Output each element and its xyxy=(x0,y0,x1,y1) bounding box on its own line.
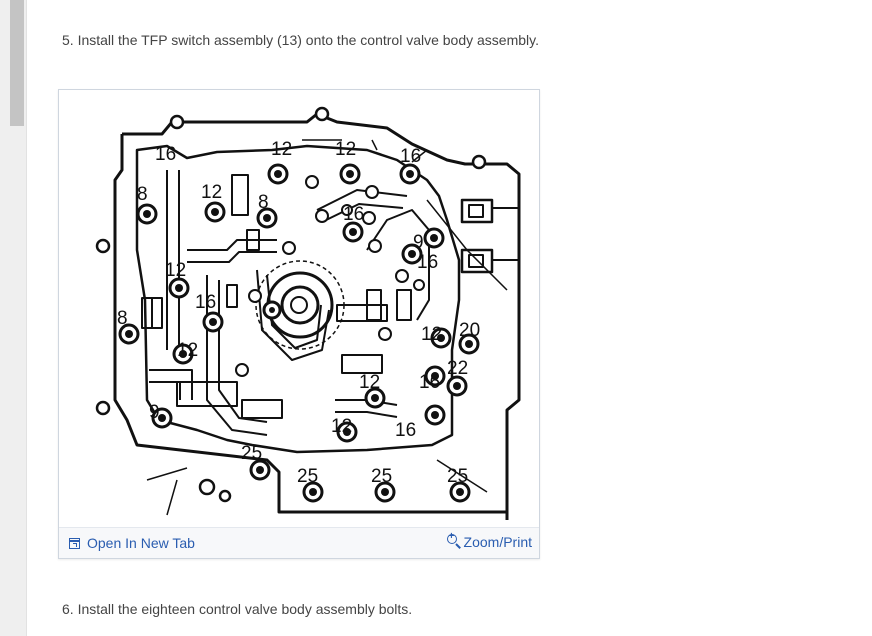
scrollbar-track[interactable] xyxy=(0,0,27,636)
callout-label: 12 xyxy=(271,139,292,160)
callout-label: 12 xyxy=(165,260,186,281)
callout-label: 8 xyxy=(258,192,269,213)
figure-toolbar: Open In New Tab Zoom/Print xyxy=(59,527,539,558)
callout-label: 16 xyxy=(417,252,438,273)
callout-label: 12 xyxy=(421,324,442,345)
callout-label: 22 xyxy=(447,358,468,379)
figure-panel: 16 12 12 16 8 12 8 16 12 9 16 16 8 12 12… xyxy=(58,89,540,559)
open-in-new-tab-icon xyxy=(69,537,80,549)
zoom-print-link[interactable]: Zoom/Print xyxy=(446,531,532,551)
scrollbar-thumb[interactable] xyxy=(10,0,24,126)
callout-label: 16 xyxy=(395,420,416,441)
callout-label: 25 xyxy=(241,443,262,464)
callout-label: 12 xyxy=(331,416,352,437)
callout-label: 8 xyxy=(137,184,148,205)
open-in-new-tab-label: Open In New Tab xyxy=(87,535,195,551)
callout-label: 8 xyxy=(117,308,128,329)
callout-label: 9 xyxy=(413,232,424,253)
callout-label: 12 xyxy=(359,372,380,393)
callout-labels: 16 12 12 16 8 12 8 16 12 9 16 16 8 12 12… xyxy=(117,139,480,487)
zoom-print-label: Zoom/Print xyxy=(463,534,532,550)
zoom-icon xyxy=(446,531,462,551)
callout-label: 20 xyxy=(459,320,480,341)
callout-label: 12 xyxy=(177,340,198,361)
callout-label: 16 xyxy=(419,372,440,393)
callout-label: 25 xyxy=(297,466,318,487)
step-6-text: 6. Install the eighteen control valve bo… xyxy=(62,601,413,617)
callout-label: 9 xyxy=(149,402,160,423)
open-in-new-tab-link[interactable]: Open In New Tab xyxy=(69,535,195,551)
callout-label: 25 xyxy=(447,466,468,487)
step-5-text: 5. Install the TFP switch assembly (13) … xyxy=(62,32,539,48)
callout-label: 16 xyxy=(155,144,176,165)
valve-body-diagram: 16 12 12 16 8 12 8 16 12 9 16 16 8 12 12… xyxy=(95,106,521,520)
callout-label: 16 xyxy=(400,146,421,167)
callout-label: 12 xyxy=(201,182,222,203)
callout-label: 16 xyxy=(195,292,216,313)
callout-label: 12 xyxy=(335,139,356,160)
callout-label: 16 xyxy=(343,204,364,225)
callout-label: 25 xyxy=(371,466,392,487)
